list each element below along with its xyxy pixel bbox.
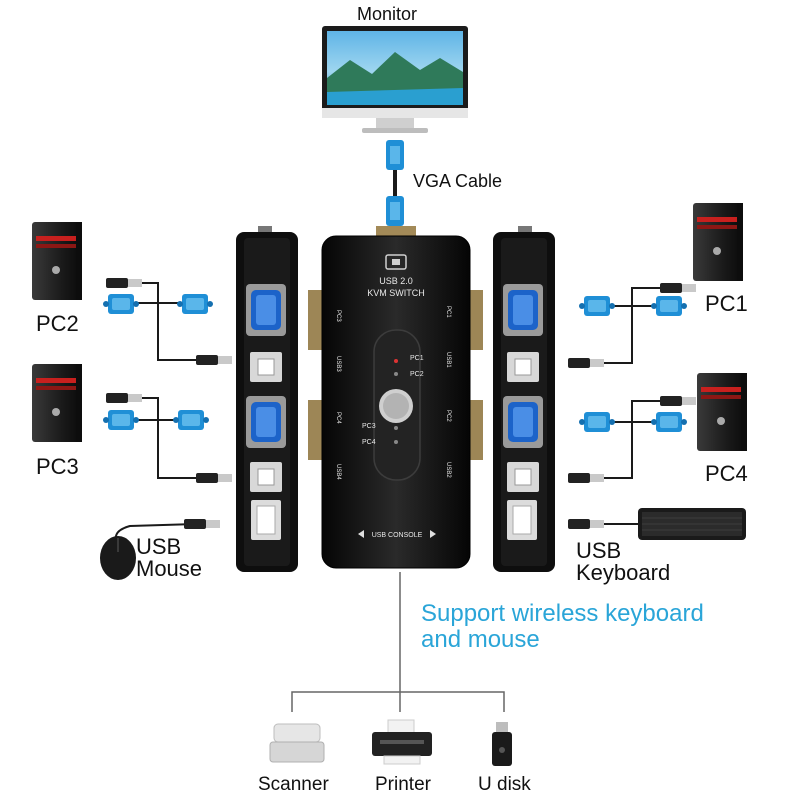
- scanner-label: Scanner: [258, 774, 329, 795]
- usb-mouse-label-line2: Mouse: [136, 556, 203, 581]
- usb-mouse-label-line1: USB: [136, 534, 182, 559]
- side-label-right-pc2: PC2: [445, 410, 451, 422]
- kvm-switch-box: [308, 226, 483, 569]
- side-label-left-usb3: USB3: [335, 356, 341, 372]
- led-label-pc1: PC1: [410, 355, 424, 362]
- pc3-tower-icon: [32, 364, 82, 442]
- usb-keyboard-label-line1: USB: [576, 538, 622, 563]
- usb-console-label: USB CONSOLE: [372, 532, 423, 539]
- peripheral-connector-lines: [291, 572, 505, 712]
- led-label-pc3: PC3: [362, 423, 376, 430]
- pc4-tower-icon: [697, 373, 747, 451]
- pc4-label: PC4: [705, 461, 748, 486]
- pc2-label: PC2: [36, 311, 79, 336]
- pc1-tower-icon: [693, 203, 743, 281]
- vga-cable-label: VGA Cable: [413, 171, 503, 191]
- wireless-note-line2: and mouse: [421, 626, 540, 653]
- side-label-right-usb2: USB2: [445, 462, 451, 478]
- side-label-right-pc1: PC1: [445, 306, 451, 318]
- pc3-label: PC3: [36, 454, 79, 479]
- led-label-pc2: PC2: [410, 371, 424, 378]
- side-label-left-usb4: USB4: [335, 464, 341, 480]
- pc1-cable-set: [590, 287, 660, 364]
- usb-keyboard-label-line2: Keyboard: [576, 560, 671, 585]
- usb-keyboard-icon: [568, 508, 746, 540]
- side-label-left-pc3: PC3: [335, 310, 341, 322]
- monitor-label: Monitor: [357, 4, 418, 24]
- vga-cable: [386, 140, 404, 226]
- pc1-label: PC1: [705, 291, 748, 316]
- wireless-note-line1: Support wireless keyboard: [421, 600, 704, 627]
- pc2-tower-icon: [32, 222, 82, 300]
- printer-label: Printer: [375, 774, 431, 795]
- side-label-left-pc4: PC4: [335, 412, 341, 424]
- kvm-left-panel: [236, 226, 298, 572]
- u-disk-label: U disk: [478, 774, 531, 795]
- led-label-pc4: PC4: [362, 439, 376, 446]
- switch-title-line2: KVM SWITCH: [367, 288, 425, 298]
- pc4-cable-set: [590, 400, 660, 479]
- usb-mouse-icon: [100, 519, 220, 580]
- monitor-icon: [322, 26, 468, 133]
- side-label-right-usb1: USB1: [445, 352, 451, 368]
- switch-title-line1: USB 2.0: [379, 276, 413, 286]
- u-disk-icon: [492, 722, 512, 766]
- printer-icon: [372, 719, 432, 765]
- pc3-cable-set: [134, 397, 200, 479]
- kvm-right-panel: [493, 226, 555, 572]
- scanner-icon: [269, 723, 325, 763]
